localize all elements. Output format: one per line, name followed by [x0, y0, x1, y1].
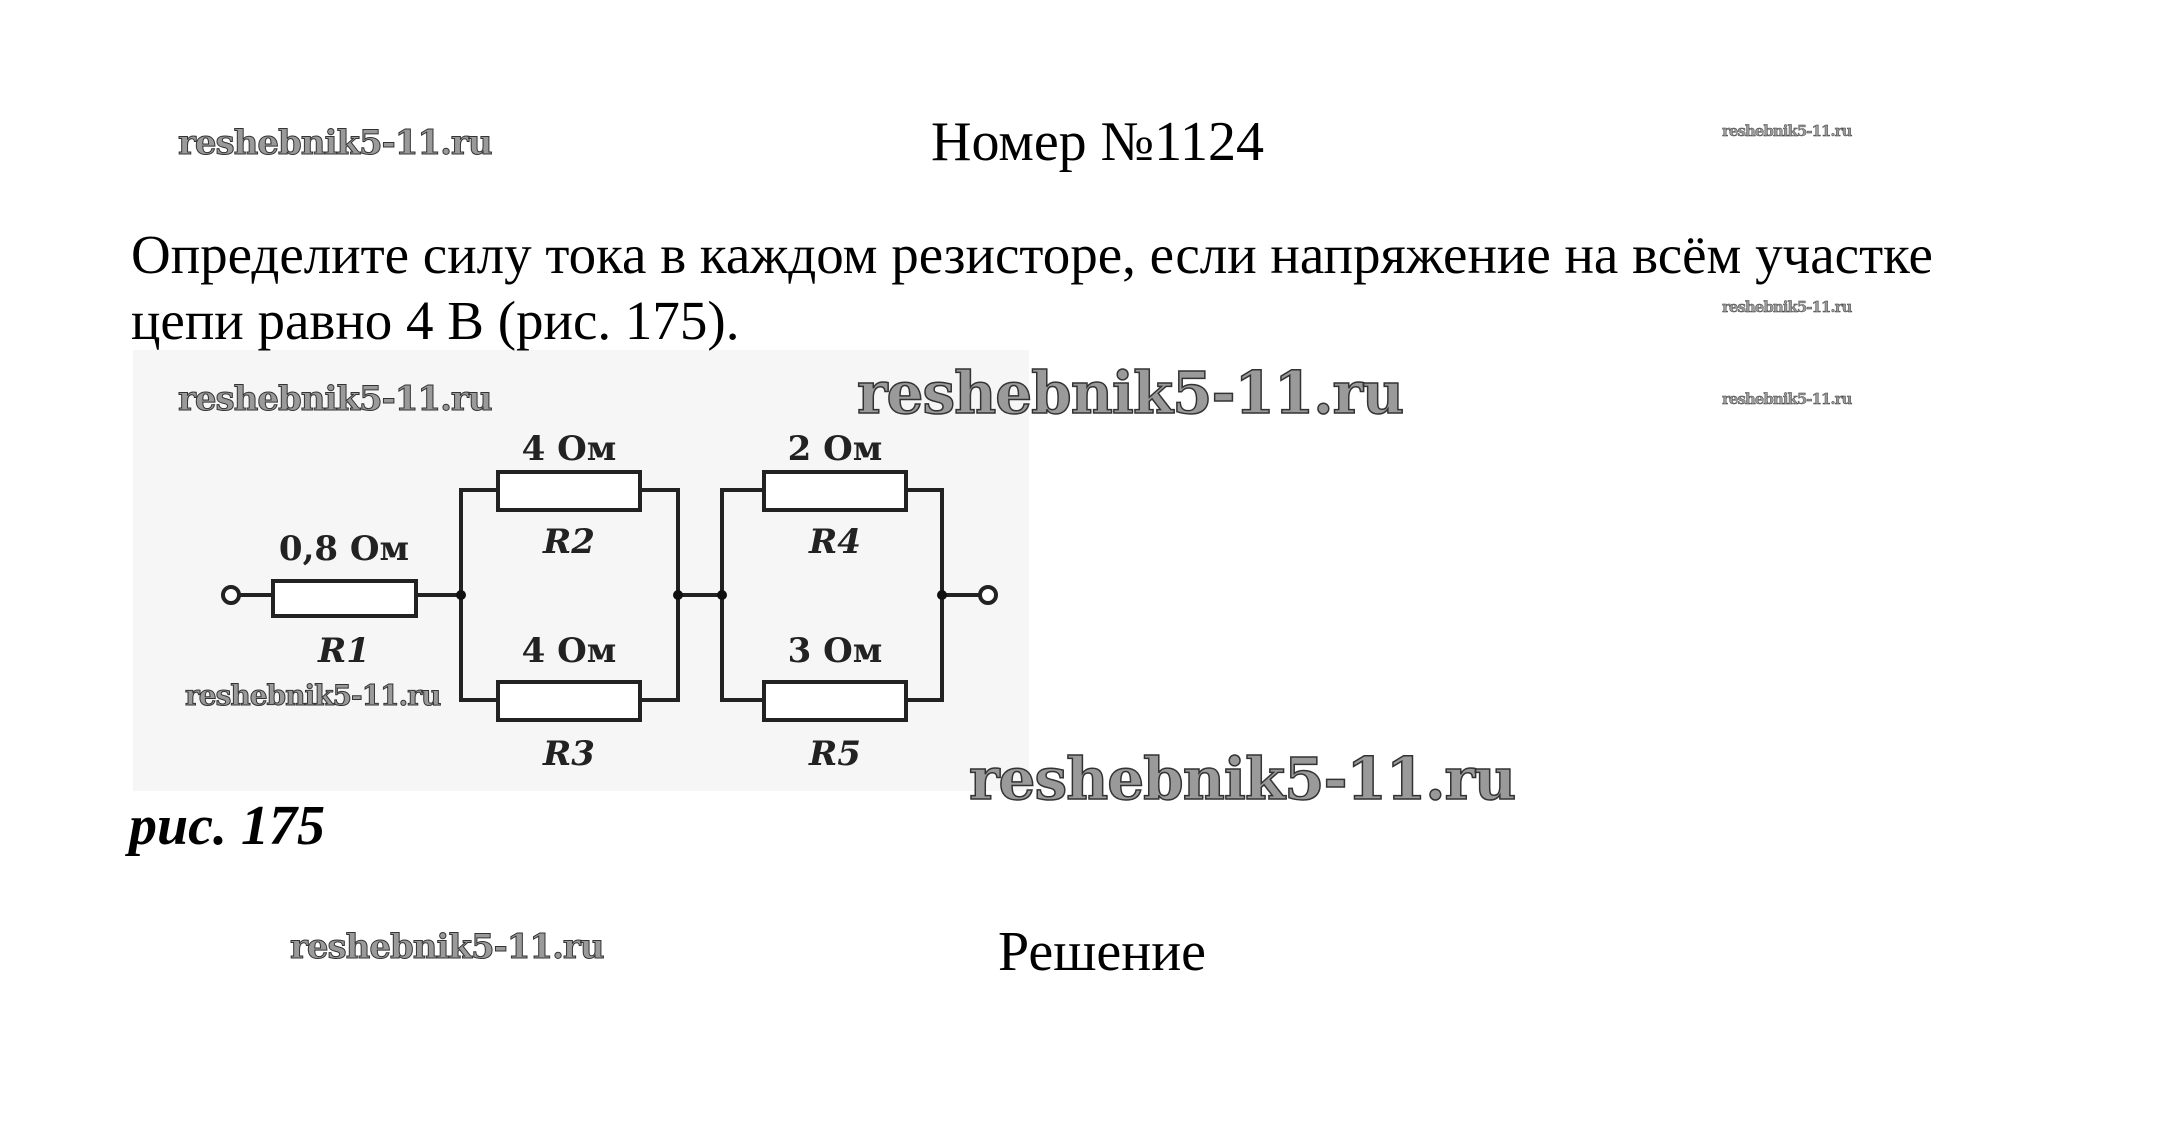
- r3-label: R3: [542, 734, 595, 774]
- watermark: reshebnik5-11.ru: [1722, 298, 1853, 316]
- resistor-r4: [762, 470, 908, 512]
- resistor-r3: [496, 680, 642, 722]
- watermark: reshebnik5-11.ru: [1722, 390, 1853, 408]
- watermark: reshebnik5-11.ru: [1722, 122, 1853, 140]
- watermark: reshebnik5-11.ru: [856, 359, 1405, 427]
- watermark: reshebnik5-11.ru: [968, 745, 1517, 813]
- watermark: reshebnik5-11.ru: [178, 123, 494, 163]
- resistor-r2: [496, 470, 642, 512]
- r4-label: R4: [808, 522, 861, 562]
- task-text: Определите силу тока в каждом резисторе,…: [131, 224, 1933, 351]
- r1-value: 0,8 Ом: [279, 529, 409, 569]
- r2-label: R2: [542, 522, 595, 562]
- r4-value: 2 Ом: [788, 429, 883, 469]
- page-title: Номер №1124: [931, 111, 1265, 173]
- resistor-r5: [762, 680, 908, 722]
- r3-value: 4 Ом: [522, 631, 617, 671]
- input-terminal: [221, 585, 241, 605]
- r1-label: R1: [317, 631, 370, 671]
- r2-value: 4 Ом: [522, 429, 617, 469]
- watermark: reshebnik5-11.ru: [184, 679, 441, 712]
- output-terminal: [978, 585, 998, 605]
- watermark: reshebnik5-11.ru: [290, 927, 606, 967]
- r5-label: R5: [808, 734, 861, 774]
- solution-heading: Решение: [998, 921, 1207, 983]
- resistor-r1: [271, 579, 418, 618]
- r5-value: 3 Ом: [788, 631, 883, 671]
- watermark: reshebnik5-11.ru: [178, 379, 494, 419]
- figure-caption: рис. 175: [129, 795, 325, 857]
